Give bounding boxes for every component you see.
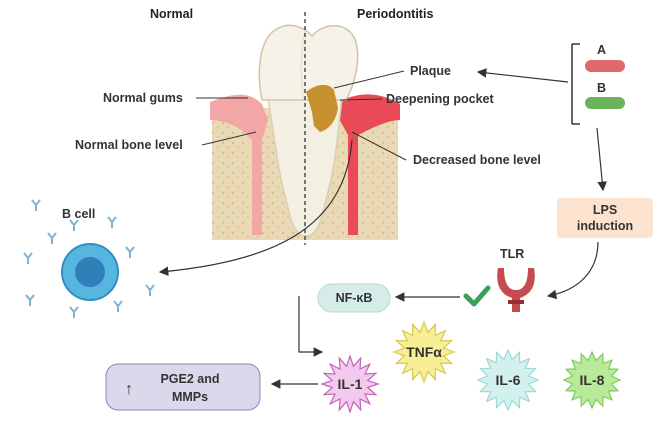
antibody-icon bbox=[125, 246, 135, 258]
gum-right-inflamed bbox=[333, 94, 400, 235]
arrow-legend-to-plaque bbox=[476, 68, 569, 83]
antibody-icon bbox=[113, 300, 123, 312]
lps-line1: LPS bbox=[593, 203, 617, 217]
cytokine-burst bbox=[320, 354, 380, 414]
legend-b-key: B bbox=[597, 81, 606, 95]
plaque-deposit bbox=[306, 84, 338, 132]
pge2-line2: MMPs bbox=[172, 390, 208, 404]
leader-decreased-bone bbox=[351, 131, 407, 161]
legend-bracket: A B bbox=[571, 43, 625, 125]
lps-line2: induction bbox=[577, 219, 633, 233]
cytokine-burst bbox=[476, 348, 540, 412]
arrow-bone-to-bcell bbox=[158, 139, 353, 277]
nfkb-box: NF-κB bbox=[317, 283, 391, 313]
pge2-up-arrow: ↑ bbox=[125, 381, 133, 398]
pge2-mmps-box: ↑ PGE2 and MMPs bbox=[105, 363, 261, 411]
label-deepening-pocket: Deepening pocket bbox=[386, 92, 494, 106]
cytokine-label: TNFα bbox=[406, 344, 442, 360]
antibody-icons bbox=[23, 199, 155, 318]
antibody-icon bbox=[145, 284, 155, 296]
cytokine-tnf: TNFα bbox=[392, 320, 456, 384]
cytokine-label: IL-1 bbox=[338, 376, 363, 392]
check-icon bbox=[463, 285, 491, 307]
arrow-lps-to-tlr bbox=[546, 241, 599, 300]
cytokine-il1: IL-1 bbox=[320, 354, 380, 414]
arrow-nfkb-to-cytokines bbox=[298, 296, 324, 357]
b-cell-nucleus bbox=[75, 257, 105, 287]
tooth-crown bbox=[258, 24, 359, 101]
antibody-icon bbox=[23, 252, 33, 264]
cytokine-burst bbox=[562, 350, 622, 410]
header-periodontitis: Periodontitis bbox=[357, 7, 433, 21]
cytokine-label: IL-8 bbox=[580, 372, 605, 388]
arrow-to-lps bbox=[596, 127, 607, 192]
label-decreased-bone: Decreased bone level bbox=[413, 153, 541, 167]
label-b-cell: B cell bbox=[62, 207, 95, 221]
antibody-icon bbox=[47, 232, 57, 244]
label-tlr: TLR bbox=[500, 247, 524, 261]
antibody-icon bbox=[107, 216, 117, 228]
tlr-icon bbox=[497, 268, 535, 312]
lps-induction-box: LPS induction bbox=[557, 198, 653, 238]
leader-plaque bbox=[333, 70, 405, 89]
legend-a-key: A bbox=[597, 43, 606, 57]
leader-pocket bbox=[339, 98, 383, 101]
label-normal-gums: Normal gums bbox=[103, 91, 183, 105]
leader-normal-bone bbox=[201, 131, 257, 146]
label-plaque: Plaque bbox=[410, 64, 451, 78]
pge2-line1: PGE2 and bbox=[160, 372, 219, 386]
legend-a-swatch bbox=[585, 60, 625, 72]
cytokine-label: IL-6 bbox=[496, 372, 521, 388]
antibody-icon bbox=[69, 219, 79, 231]
b-cell: B cell bbox=[23, 199, 155, 318]
antibody-icon bbox=[25, 294, 35, 306]
tlr-receptor: TLR bbox=[497, 247, 535, 312]
gum-left bbox=[210, 94, 268, 235]
cytokine-il6: IL-6 bbox=[476, 348, 540, 412]
cytokine-il8: IL-8 bbox=[562, 350, 622, 410]
nfkb-label: NF-κB bbox=[336, 291, 373, 305]
header-normal: Normal bbox=[150, 7, 193, 21]
cytokine-burst bbox=[392, 320, 456, 384]
antibody-icon bbox=[31, 199, 41, 211]
antibody-icon bbox=[69, 306, 79, 318]
legend-b-swatch bbox=[585, 97, 625, 109]
tooth-illustration bbox=[210, 12, 400, 245]
label-normal-bone: Normal bone level bbox=[75, 138, 183, 152]
